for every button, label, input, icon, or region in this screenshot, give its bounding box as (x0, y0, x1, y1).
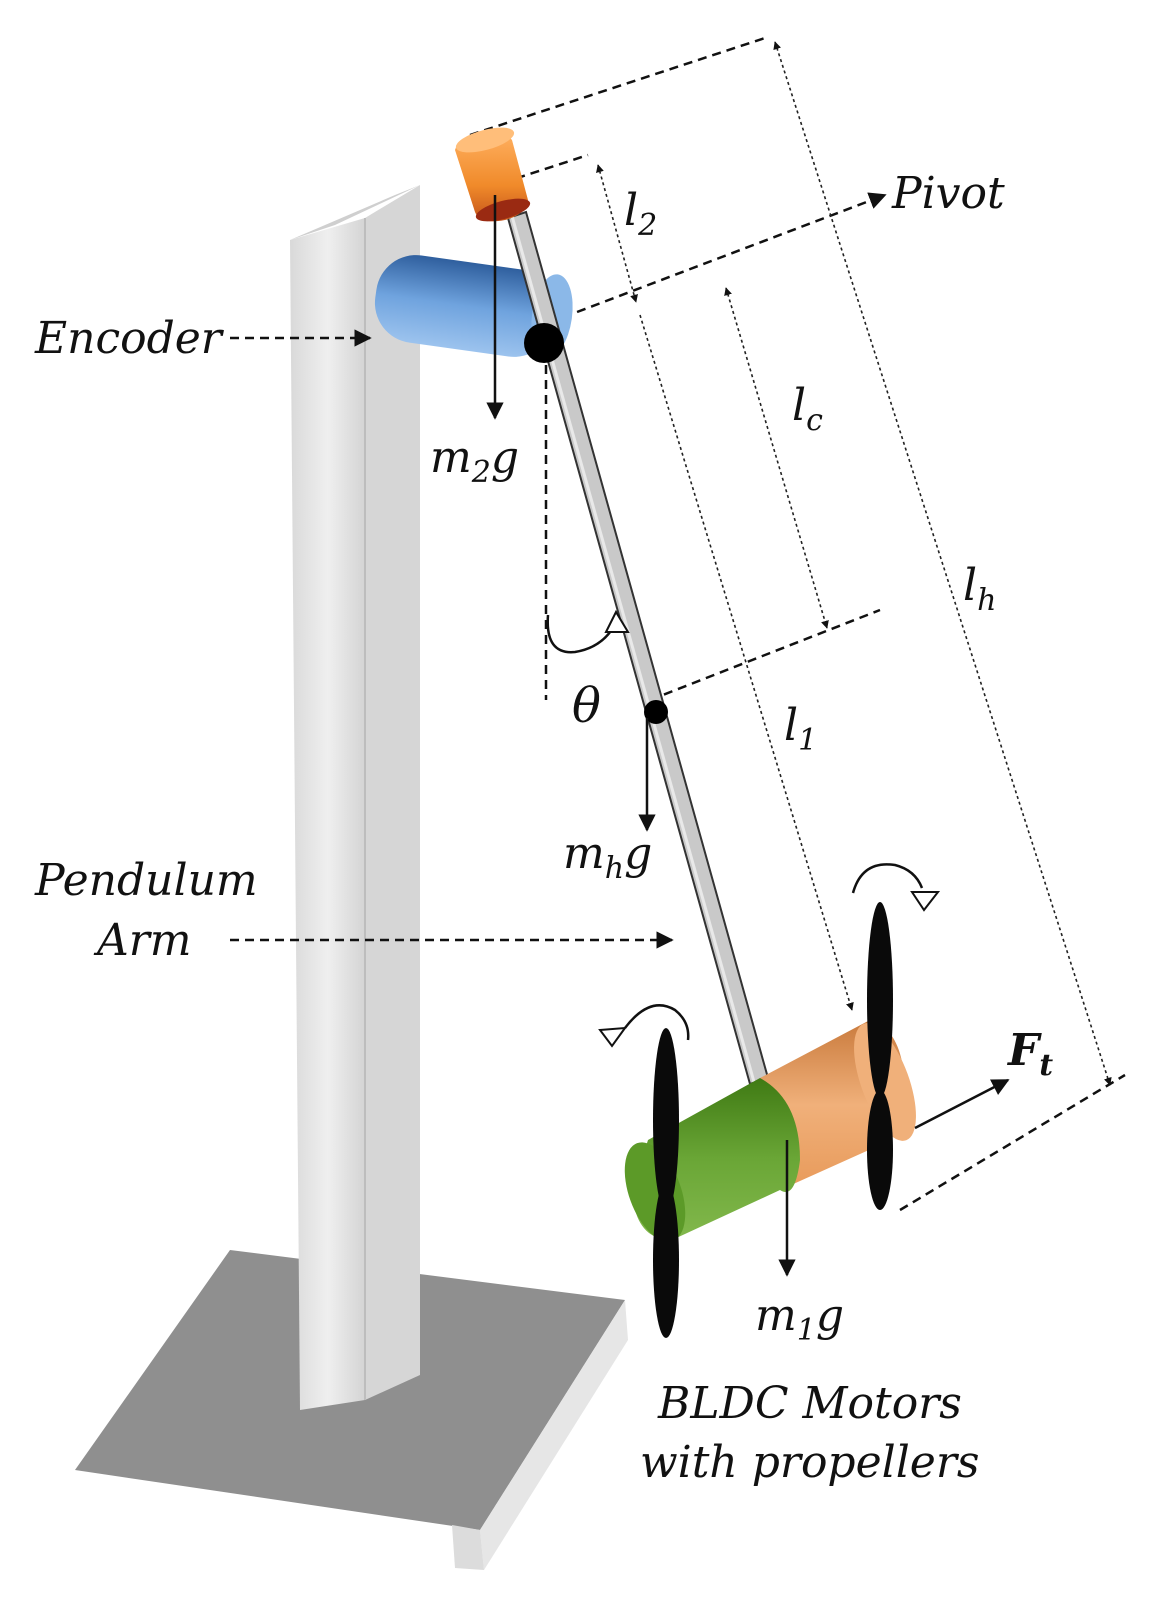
rotation-arrow-left (598, 1004, 690, 1048)
rotation-arrow-theta (546, 609, 630, 654)
l2-label: l2 (624, 185, 657, 243)
gravity-arrows (486, 195, 796, 1277)
stand-pillar (290, 185, 420, 1410)
pivot-label: Pivot (891, 168, 1005, 219)
dimension-arrows (596, 41, 1112, 1086)
mhg-label: mhg (563, 828, 652, 886)
counterweight (455, 127, 531, 222)
l1-label: l1 (784, 700, 817, 758)
propeller-right (867, 902, 893, 1210)
thrust-arrow (914, 1078, 1010, 1130)
lc-label: lc (792, 380, 823, 438)
pivot-point (524, 323, 564, 363)
pendulum-arm-label-line1: Pendulum (34, 855, 258, 906)
rotation-arrow-right (851, 863, 941, 912)
pendulum-arm-label-line2: Arm (93, 915, 192, 966)
theta-label: θ (572, 678, 601, 734)
ft-label: Ft (1006, 1025, 1053, 1083)
bldc-label-line2: with propellers (640, 1437, 979, 1488)
bldc-label-line1: BLDC Motors (657, 1378, 962, 1429)
m2g-label: m2g (430, 432, 519, 490)
dimension-guides (469, 36, 1126, 1212)
encoder-label: Encoder (34, 313, 225, 364)
propeller-left (653, 1028, 679, 1338)
motor-left (624, 1078, 800, 1242)
m1g-label: m1g (755, 1290, 844, 1348)
lh-label: lh (963, 560, 996, 618)
center-of-mass-point (644, 700, 668, 724)
